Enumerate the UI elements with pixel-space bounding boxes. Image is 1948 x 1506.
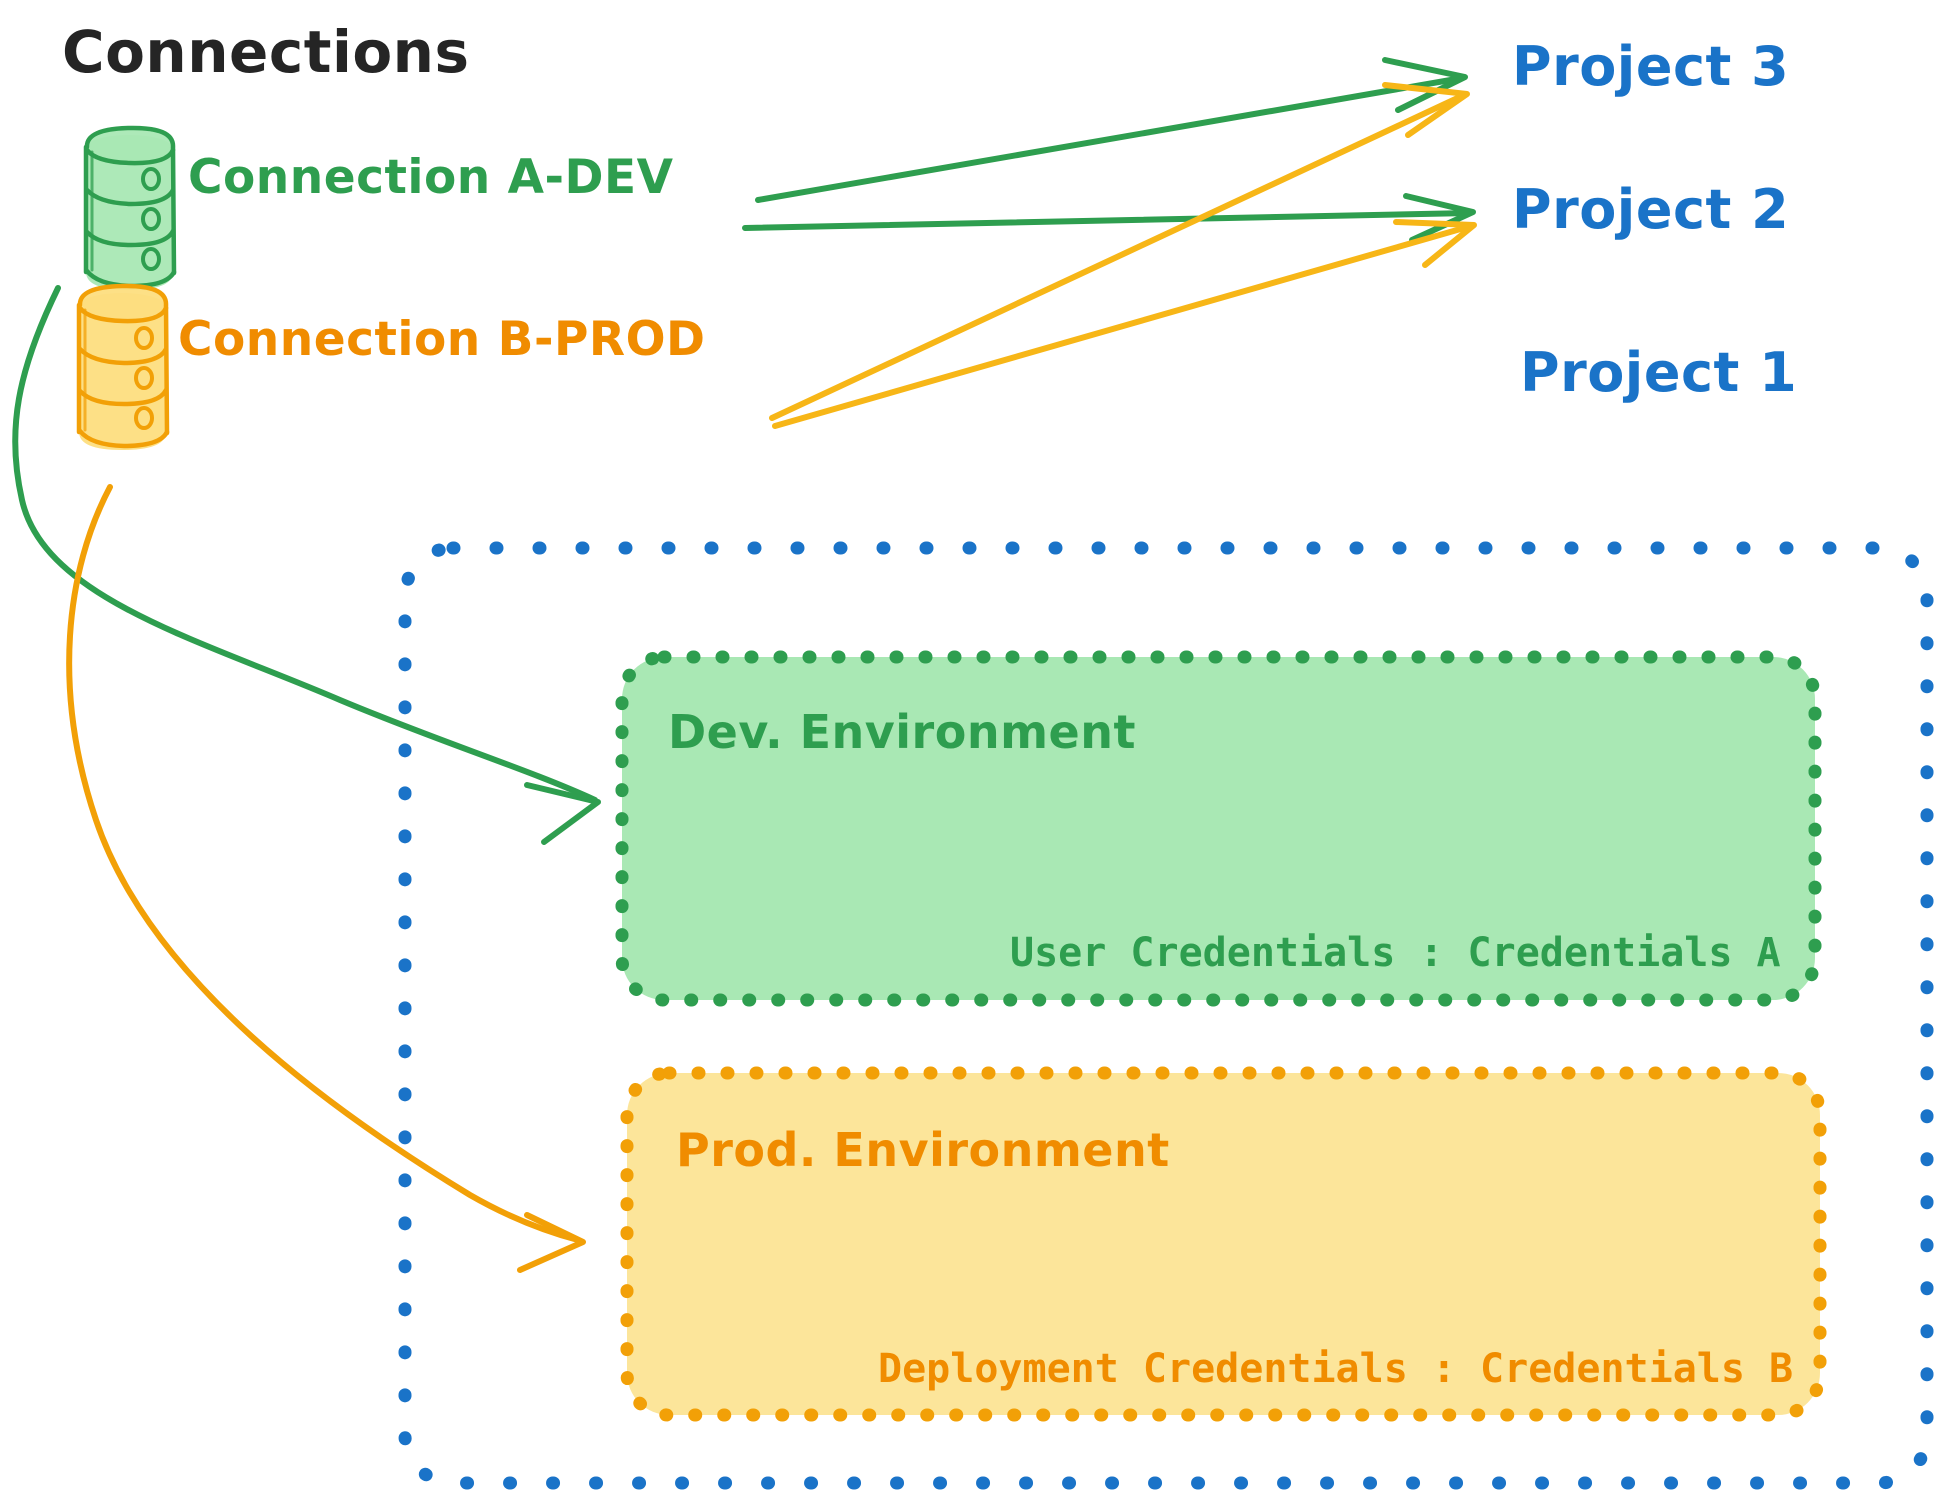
arrow-conn-a-dev-to-dev-environment (12, 285, 601, 845)
prod-environment-box[interactable] (620, 1066, 1827, 1422)
project-3-label[interactable]: Project 3 (1512, 35, 1789, 98)
arrow-conn-b-prod-to-prod-environment (66, 484, 586, 1273)
arrow-conn-b-prod-to-project-3 (769, 82, 1470, 421)
dev-environment-credentials: User Credentials : Credentials A (1010, 930, 1781, 976)
database-cylinder-icon-orange[interactable] (76, 283, 170, 450)
connection-a-dev-label[interactable]: Connection A-DEV (188, 150, 674, 205)
connection-b-prod-label[interactable]: Connection B-PROD (178, 312, 706, 367)
prod-environment-dotted-border (620, 1066, 1827, 1422)
dev-environment-title: Dev. Environment (668, 705, 1136, 759)
prod-environment-credentials: Deployment Credentials : Credentials B (878, 1346, 1793, 1392)
project-1-label[interactable]: Project 1 (1520, 341, 1797, 404)
arrow-conn-b-prod-to-project-2 (772, 219, 1477, 429)
prod-environment-fill (627, 1073, 1820, 1415)
arrow-conn-a-dev-to-project-2 (742, 193, 1476, 243)
dev-environment-box[interactable] (615, 650, 1822, 1007)
dev-environment-fill (622, 657, 1815, 1000)
prod-environment-title: Prod. Environment (676, 1123, 1170, 1177)
dev-environment-dotted-border (615, 650, 1822, 1007)
arrow-conn-a-dev-to-project-3 (755, 57, 1468, 203)
project-2-label[interactable]: Project 2 (1512, 178, 1789, 241)
database-cylinder-icon-green[interactable] (83, 125, 177, 290)
page-title: Connections (62, 18, 469, 86)
